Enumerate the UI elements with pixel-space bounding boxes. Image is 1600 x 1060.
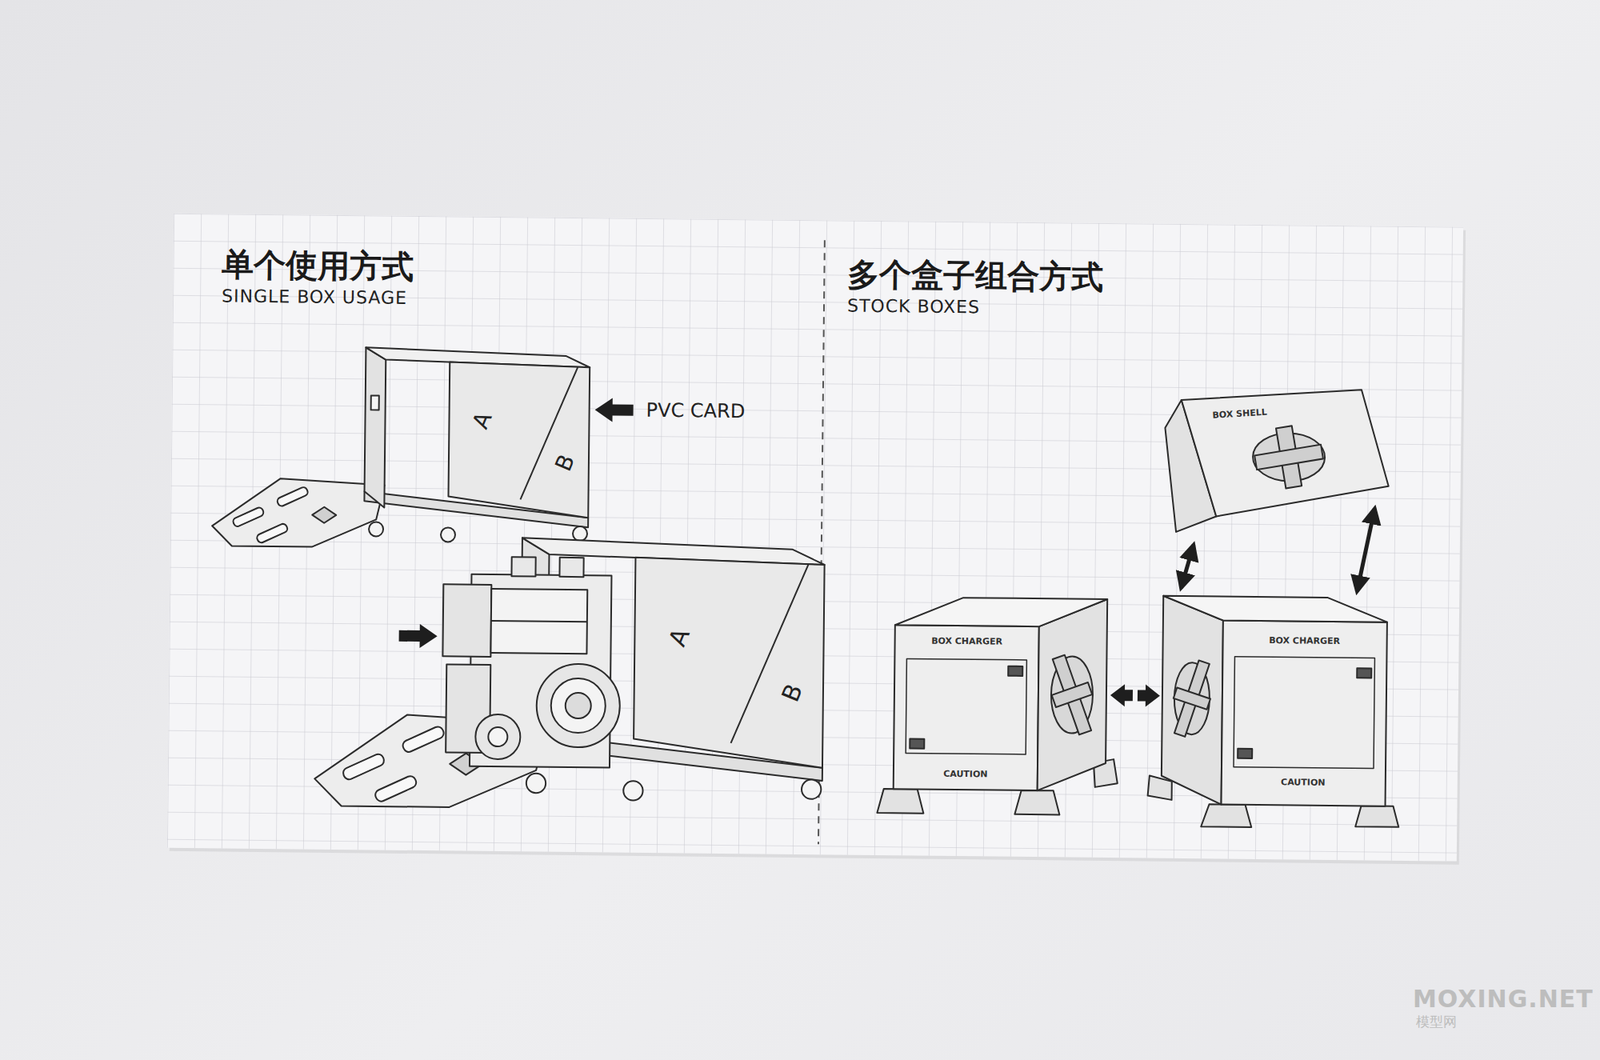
stock-box [1052,682,1093,708]
pointer-arrow [594,397,633,423]
box-lid [1164,388,1390,535]
open-box [364,347,386,508]
box-lid [1254,444,1324,470]
open-box [212,477,385,548]
figure-block [550,678,606,734]
figure-block [491,620,588,622]
figure-block [559,557,584,577]
figure-block [490,588,588,654]
figure-block [511,556,536,576]
figure-block [441,556,622,768]
stock-box [1237,748,1252,759]
stock-box [1008,666,1023,676]
stock-box [905,658,1027,755]
pointer-arrow [1110,684,1133,707]
stock-box [1147,596,1401,829]
section-subheading: SINGLE BOX USAGE [221,286,408,308]
open-box [371,395,380,410]
stock-box [1221,620,1388,807]
stock-box [895,596,1108,628]
section-subheading: STOCK BOXES [847,296,980,318]
stock-box [1233,656,1375,769]
section-heading: 多个盒子组合方式 [847,256,1104,295]
stock-box [1200,804,1252,828]
figure-block [565,692,592,719]
box-print: CAUTION [943,769,988,780]
watermark: 模型网 [1416,1014,1457,1030]
callout-label: PVC CARD [645,400,745,423]
stock-box [1014,790,1060,816]
stock-box [1037,598,1108,792]
open-box [440,527,456,542]
stock-box [909,738,924,748]
double-arrow [1180,544,1194,588]
card [167,213,1466,865]
open-box [212,345,591,550]
box-lid [1180,388,1390,519]
box-print: BOX CHARGER [1268,636,1340,647]
open-box-with-figure [314,536,825,812]
open-box [448,361,590,518]
watermark: MOXING.NET [1412,985,1594,1012]
open-box [232,506,265,528]
section-heading: 单个使用方式 [221,246,414,284]
open-box [368,521,384,536]
open-box [312,507,336,524]
stock-box [1163,596,1388,623]
open-box [520,366,578,500]
figure-block [536,664,620,748]
card [167,213,1464,862]
stock-box [876,788,924,814]
open-box [256,522,289,544]
pointer-arrow [1137,684,1160,707]
double-arrow [1356,508,1375,592]
figure-block [475,714,521,760]
stock-box [1173,687,1211,709]
box-print: CAUTION [1280,777,1325,788]
pointer-arrow [399,624,438,649]
stock-box [1356,668,1372,678]
stock-box [876,596,1120,816]
stock-box [893,624,1040,791]
figure-block [442,584,492,657]
figure-block [488,727,508,747]
box-print: BOX CHARGER [931,636,1003,648]
open-box [572,526,588,541]
open-box [276,486,309,508]
card [167,213,1464,862]
stock-box [1355,805,1399,828]
open-box-with-figure [314,536,825,812]
stock-box [1161,596,1224,805]
open-box [212,345,591,550]
